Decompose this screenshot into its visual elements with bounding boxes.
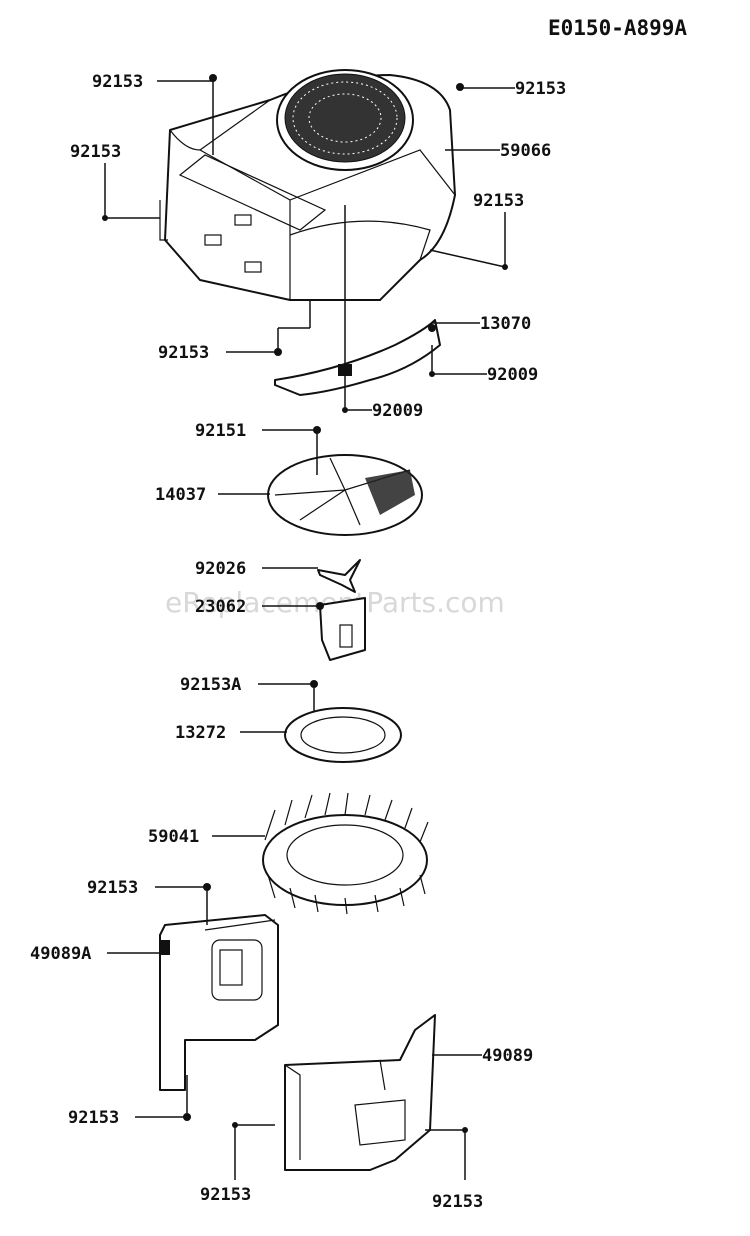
bracket-part[interactable] bbox=[317, 559, 361, 593]
callout-c1: 92153 bbox=[92, 72, 143, 92]
callout-c8: 92009 bbox=[487, 365, 538, 385]
cover-plate-part[interactable] bbox=[274, 319, 441, 396]
callout-c5: 92153 bbox=[473, 191, 524, 211]
blower-housing-part[interactable] bbox=[159, 69, 456, 301]
callout-c13: 23062 bbox=[195, 597, 246, 617]
callout-c11: 14037 bbox=[155, 485, 206, 505]
holder-part[interactable] bbox=[319, 597, 366, 661]
callout-c12: 92026 bbox=[195, 559, 246, 579]
callout-c14: 92153A bbox=[180, 675, 241, 695]
callout-c19: 49089 bbox=[482, 1046, 533, 1066]
callout-c22: 92153 bbox=[432, 1192, 483, 1212]
fan-plate-part[interactable] bbox=[267, 454, 423, 536]
diagram-code: E0150-A899A bbox=[548, 16, 687, 40]
flywheel-fan-part[interactable] bbox=[262, 792, 429, 915]
ring-part[interactable] bbox=[284, 707, 402, 763]
left-cover-part[interactable] bbox=[159, 914, 279, 1091]
callout-c10: 92151 bbox=[195, 421, 246, 441]
callout-c15: 13272 bbox=[175, 723, 226, 743]
callout-c7: 13070 bbox=[480, 314, 531, 334]
callout-c17: 92153 bbox=[87, 878, 138, 898]
callout-c2: 92153 bbox=[515, 79, 566, 99]
right-cover-part[interactable] bbox=[284, 1014, 436, 1171]
callout-c6: 92153 bbox=[158, 343, 209, 363]
callout-c16: 59041 bbox=[148, 827, 199, 847]
callout-c3: 92153 bbox=[70, 142, 121, 162]
callout-c20: 92153 bbox=[68, 1108, 119, 1128]
callout-c9: 92009 bbox=[372, 401, 423, 421]
callout-c21: 92153 bbox=[200, 1185, 251, 1205]
callout-c4: 59066 bbox=[500, 141, 551, 161]
callout-c18: 49089A bbox=[30, 944, 91, 964]
